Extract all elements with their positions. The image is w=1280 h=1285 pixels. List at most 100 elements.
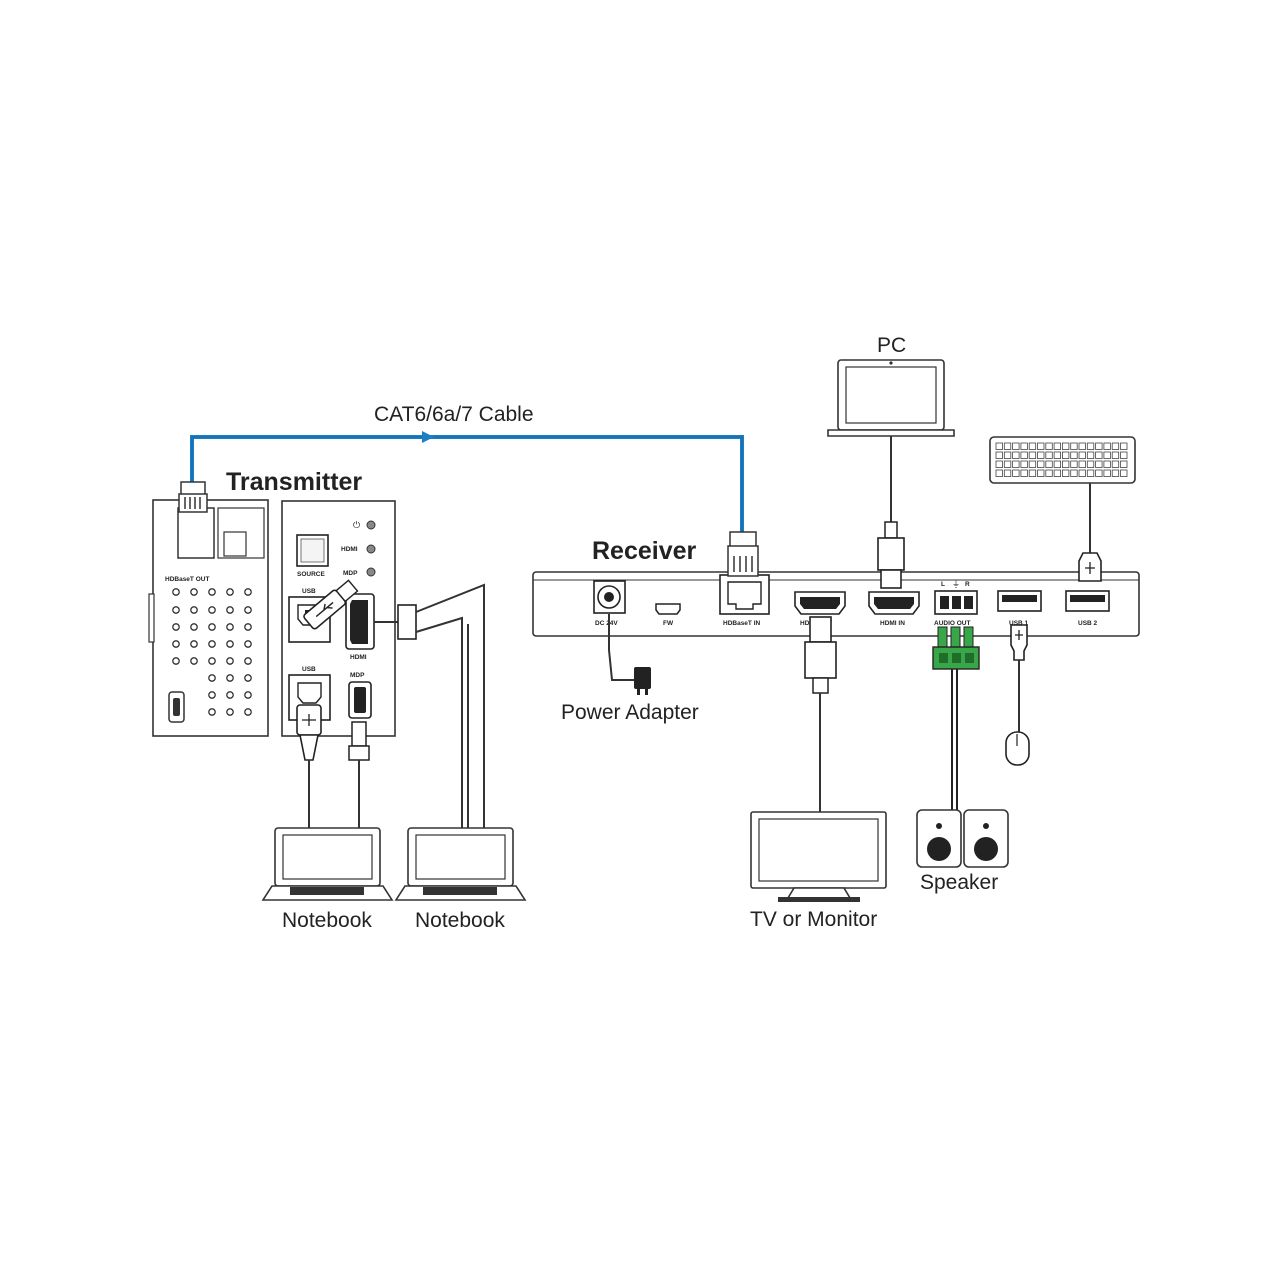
keyboard-key — [1070, 451, 1078, 459]
vent-hole — [226, 708, 234, 716]
keyboard-key — [1086, 442, 1095, 450]
keyboard-key — [1053, 442, 1061, 450]
keyboard-key — [1111, 460, 1120, 468]
keyboard-key — [1103, 460, 1111, 468]
dc-label: DC 24V — [595, 620, 618, 627]
keyboard-key — [1095, 442, 1103, 450]
keyboard-key — [1045, 469, 1053, 477]
power-led-icon: ⏻ — [353, 520, 360, 530]
vent-hole — [208, 588, 216, 596]
transmitter-side-panel: HDBaseT OUT — [148, 499, 269, 737]
keyboard-key — [1120, 451, 1128, 459]
keyboard-key — [1028, 451, 1037, 459]
keyboard-key — [1053, 460, 1061, 468]
mdp-led — [366, 567, 376, 577]
keyboard-key — [1037, 469, 1045, 477]
keyboard-key — [1095, 460, 1103, 468]
vent-hole — [190, 588, 198, 596]
keyboard-key — [1086, 460, 1095, 468]
hdmi-led — [366, 544, 376, 554]
audio-pin-left: L — [941, 581, 945, 588]
pc: PC — [827, 334, 955, 589]
vent-hole — [172, 623, 180, 631]
vent-hole — [208, 623, 216, 631]
speakers: Speaker — [916, 626, 1009, 894]
keyboard-key — [1045, 460, 1053, 468]
power-adapter-label: Power Adapter — [561, 701, 699, 724]
keyboard-key — [1111, 469, 1120, 477]
vent-hole — [226, 674, 234, 682]
keyboard-key — [1012, 469, 1020, 477]
keyboard-key — [1003, 451, 1012, 459]
receiver-title: Receiver — [592, 537, 697, 565]
mouse — [1005, 624, 1030, 766]
vent-hole — [226, 623, 234, 631]
vent-hole — [208, 708, 216, 716]
power-led — [366, 520, 376, 530]
usb2-label: USB 2 — [1078, 620, 1098, 627]
mdp-port-label: MDP — [350, 672, 365, 679]
tv-label: TV or Monitor — [750, 908, 877, 931]
keyboard-key — [1020, 460, 1028, 468]
mdp-plug — [351, 721, 367, 747]
keyboard-key — [1095, 451, 1103, 459]
usb1-port: USB 1 — [997, 590, 1042, 627]
keyboard-key — [1012, 451, 1020, 459]
keyboard-key — [1020, 451, 1028, 459]
vent-hole — [244, 588, 252, 596]
keyboard-key — [1086, 469, 1095, 477]
hdmi-in-port: HDMI IN — [868, 591, 920, 627]
vent-hole — [244, 674, 252, 682]
vent-hole — [208, 657, 216, 665]
dc-port: DC 24V — [593, 580, 626, 627]
vent-hole — [190, 606, 198, 614]
vent-hole — [208, 640, 216, 648]
keyboard-key — [1062, 451, 1070, 459]
keyboard-key — [1012, 460, 1020, 468]
notebook-2: Notebook — [394, 827, 527, 932]
vent-hole — [226, 606, 234, 614]
keyboard-key — [1103, 451, 1111, 459]
keyboard-key — [995, 451, 1003, 459]
transmitter-title: Transmitter — [226, 468, 362, 496]
usb-top-label: USB — [302, 588, 316, 595]
keyboard-key — [1037, 460, 1045, 468]
keyboard-key — [1078, 442, 1086, 450]
vent-hole — [190, 657, 198, 665]
cat-cable: CAT6/6a/7 Cable — [190, 403, 744, 532]
keyboard-key — [1062, 469, 1070, 477]
cable-label: CAT6/6a/7 Cable — [374, 403, 534, 426]
keyboard-key — [1070, 460, 1078, 468]
transmitter-front-panel: SOURCE ⏻ HDMI MDP USB HDMI USB MDP — [281, 500, 396, 737]
vent-hole — [226, 588, 234, 596]
vent-hole — [208, 691, 216, 699]
keyboard-key — [1078, 460, 1086, 468]
power-adapter: Power Adapter — [561, 614, 699, 724]
fw-port: FW — [655, 603, 681, 627]
notebook-1: Notebook — [261, 827, 394, 932]
fw-label: FW — [663, 620, 674, 627]
hdmi-plug-pc — [877, 537, 905, 571]
keyboard-key — [1120, 460, 1128, 468]
vent-hole — [226, 657, 234, 665]
vent-hole — [226, 640, 234, 648]
vent-hole — [208, 606, 216, 614]
keyboard-key — [1003, 460, 1012, 468]
keyboard-key — [1003, 469, 1012, 477]
vent-hole — [172, 657, 180, 665]
receiver: Receiver DC 24V FW HDBaseT IN HDMI OUT — [532, 537, 1140, 637]
keyboard-key — [1062, 442, 1070, 450]
keyboard-key — [1053, 469, 1061, 477]
keyboard-key — [1020, 469, 1028, 477]
keyboard-key — [1103, 442, 1111, 450]
notebook-2-label: Notebook — [415, 909, 505, 932]
hdmi-plug-tv — [809, 616, 832, 643]
keyboard-key — [995, 469, 1003, 477]
keyboard-key — [1078, 451, 1086, 459]
vent-hole — [172, 640, 180, 648]
keyboard-key — [1003, 442, 1012, 450]
keyboard-key — [1053, 451, 1061, 459]
usb-bottom-label: USB — [302, 666, 316, 673]
keyboard-key — [1020, 442, 1028, 450]
